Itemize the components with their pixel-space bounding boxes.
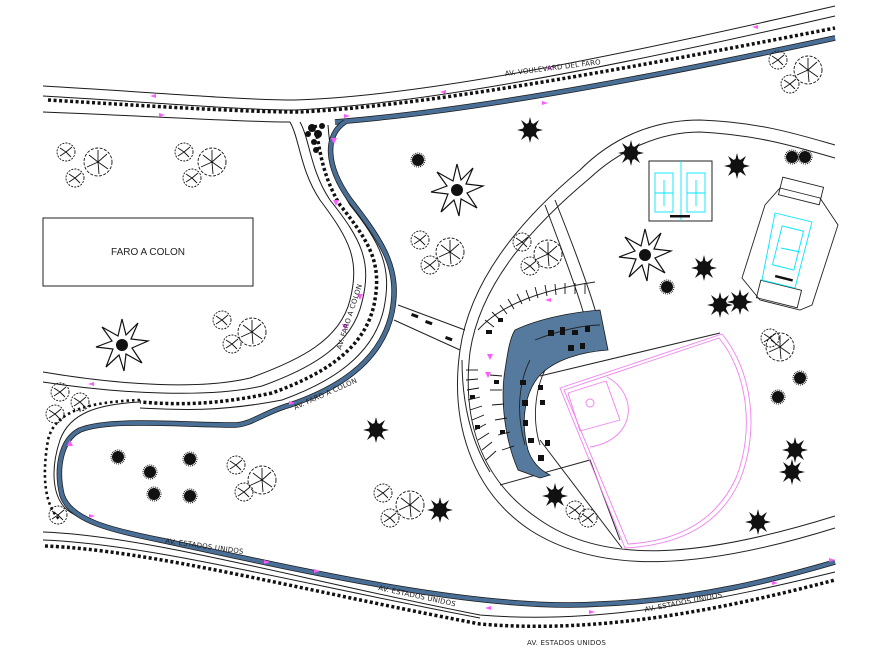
junction-planting	[305, 123, 325, 153]
label-estados-left: AV. ESTADOS UNIDOS	[165, 537, 245, 556]
ballfield	[539, 332, 752, 549]
parking-lot	[461, 281, 596, 473]
building-label: FARO A COLON	[111, 247, 185, 258]
inner-path-loop	[457, 119, 836, 563]
road-voulevard-del-faro	[42, 5, 836, 125]
tennis-courts	[648, 160, 713, 222]
label-estados-bottom: AV. ESTADOS UNIDOS	[527, 639, 606, 647]
trees	[45, 50, 823, 535]
faro-a-colon-building: FARO A COLON	[42, 217, 254, 287]
road-estados-unidos: AV. ESTADOS UNIDOS AV. ESTADOS UNIDOS AV…	[42, 398, 836, 647]
label-faro-a-colon-vertical: AV. FARO A COLON	[335, 283, 364, 351]
tennis-stadium	[741, 176, 839, 311]
stadium-plaza	[502, 309, 609, 479]
road-faro-a-colon: AV. FARO A COLON AV. FARO A COLON	[42, 119, 397, 428]
connector-road	[393, 304, 466, 351]
